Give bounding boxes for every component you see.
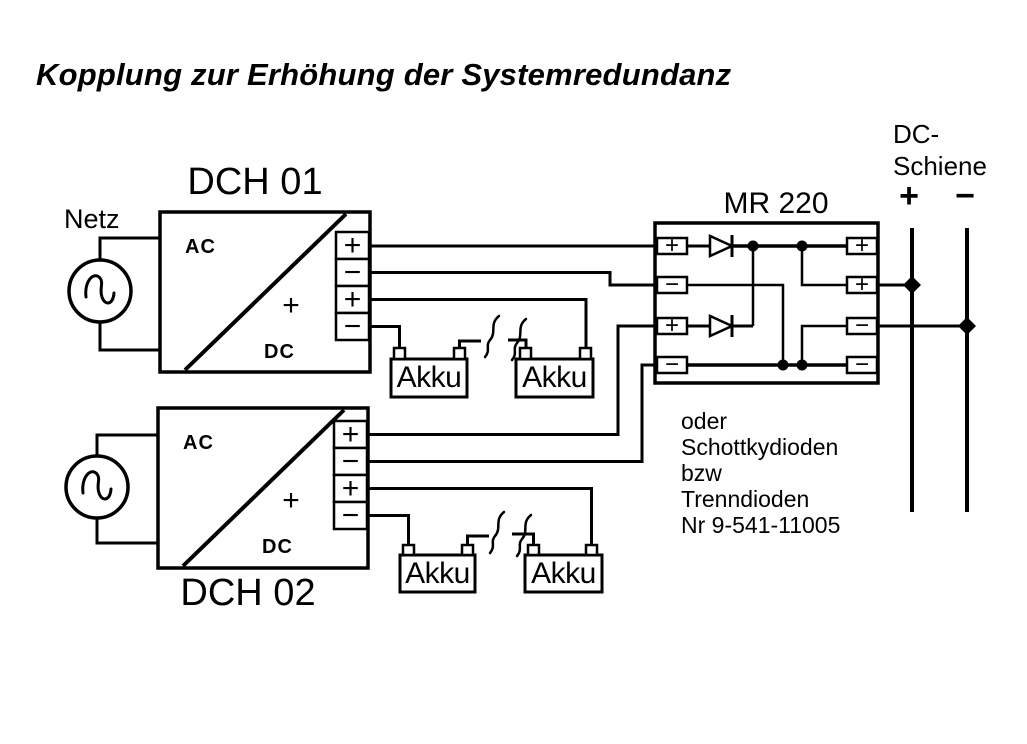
mr-right-terminal-label: − <box>854 312 869 339</box>
wire-netz1-top <box>98 236 160 260</box>
note-line-4: Trenndioden <box>681 486 810 512</box>
battery-break-squiggle-icon <box>515 513 533 558</box>
wire-netz2-bottom <box>95 518 158 545</box>
dch02-ac-label: AC <box>183 432 214 454</box>
mr-right-terminal-label: + <box>854 271 869 298</box>
wire-netz1-bottom <box>98 322 160 352</box>
mr220-label: MR 220 <box>723 187 829 220</box>
battery-break-squiggle-icon <box>510 317 528 362</box>
battery-box <box>523 553 604 594</box>
note-line-5: Nr 9-541-11005 <box>681 512 841 538</box>
mr-right-terminal-label: − <box>854 351 869 378</box>
battery-box <box>389 357 469 399</box>
wire-netz2-top <box>95 433 158 456</box>
sine-wave-icon <box>81 470 113 501</box>
junction-dot <box>796 359 808 371</box>
battery-break-squiggle-icon <box>483 314 501 359</box>
dch02-terminal-label: + <box>341 417 360 451</box>
wire-mr-to-r2 <box>800 246 847 287</box>
bus-junction-dot <box>958 317 976 335</box>
wire-mr-l2-down <box>687 283 785 365</box>
dch02-terminal-label: − <box>341 498 360 532</box>
dch02-dc-label: DC <box>262 536 293 558</box>
sine-wave-icon <box>84 274 116 305</box>
wire-battery-stub <box>466 534 489 545</box>
dch02-terminal-cell <box>332 500 369 531</box>
wire-battery-stub <box>512 532 535 545</box>
battery-post <box>452 346 467 361</box>
battery-label: Akku <box>396 361 462 394</box>
netz-label: Netz <box>64 204 120 234</box>
wire-battery-stub <box>508 338 528 348</box>
mr-left-terminal-label: − <box>664 271 679 298</box>
dch02-diagonal <box>181 408 346 568</box>
mr-left-terminal-label: + <box>664 312 679 339</box>
battery-post <box>460 543 475 557</box>
ac-source-icon <box>67 258 133 324</box>
mr-left-terminal-label: − <box>664 351 679 378</box>
dc-bus-minus-label: − <box>955 176 975 215</box>
dch02-terminal-label: + <box>341 471 360 505</box>
mr-left-terminal-cell <box>655 355 689 375</box>
battery-box <box>398 553 477 594</box>
dch01-terminal-label: + <box>343 282 362 316</box>
note-line-3: bzw <box>681 460 722 486</box>
wire-dch02-t2-to-mr-l4 <box>367 363 657 463</box>
diode-icon <box>708 234 736 258</box>
battery-post <box>518 346 533 361</box>
wire-dch01-t4-to-battery <box>369 325 401 348</box>
dch01-diagonal <box>183 212 348 372</box>
wire-dch02-t4-to-battery <box>367 514 410 545</box>
junction-dot <box>796 240 808 252</box>
dch02-plus-label: + <box>282 484 300 517</box>
battery-post <box>584 543 599 557</box>
mr220-box <box>653 221 880 385</box>
dch01-ac-label: AC <box>185 236 216 258</box>
dch02-terminal-label: − <box>341 444 360 478</box>
mr-left-terminal-label: + <box>664 232 679 259</box>
dch02-label: DCH 02 <box>180 572 316 614</box>
battery-post <box>401 543 416 557</box>
dch01-terminal-label: + <box>343 228 362 262</box>
wire-dch02-t1-to-mr-l3 <box>367 324 657 436</box>
dc-bus-label-line2: Schiene <box>893 151 987 181</box>
wire-dch02-t3-to-battery <box>367 487 593 545</box>
ac-source-icon <box>64 454 130 520</box>
junction-dot <box>777 359 789 371</box>
wire-mr-to-r3 <box>800 324 847 365</box>
dc-bus-label-line1: DC- <box>893 119 940 149</box>
battery-label: Akku <box>405 556 470 590</box>
note-line-2: Schottkydioden <box>681 434 839 460</box>
mr-right-terminal-cell <box>845 355 879 375</box>
mr-left-terminal-cell <box>655 236 689 256</box>
battery-post <box>526 543 541 557</box>
note-line-1: oder <box>681 408 728 434</box>
battery-post <box>578 346 593 361</box>
junction-dot <box>747 240 759 252</box>
mr-left-terminal-cell <box>655 275 689 295</box>
battery-label: Akku <box>531 556 596 590</box>
dch01-terminal-label: − <box>343 309 362 343</box>
dch01-terminal-cell <box>334 230 371 261</box>
battery-label: Akku <box>522 361 587 394</box>
battery-break-squiggle-icon <box>488 510 506 555</box>
battery-box <box>514 357 595 399</box>
wire-battery-stub <box>458 339 481 348</box>
page-title: Kopplung zur Erhöhung der Systemredundan… <box>36 57 732 92</box>
dch01-plus-label: + <box>282 289 300 322</box>
diode-icon <box>708 314 736 338</box>
dch01-label: DCH 01 <box>187 161 323 203</box>
wire-dch01-t2-to-mr-l2 <box>369 271 657 287</box>
wire-dch01-t3-to-battery <box>369 298 588 348</box>
mr-right-terminal-cell <box>845 236 879 256</box>
dch01-terminal-label: − <box>343 255 362 289</box>
bus-junction-dot <box>903 276 921 294</box>
mr-right-terminal-label: + <box>854 232 869 259</box>
dch01-dc-label: DC <box>264 341 295 363</box>
battery-post <box>392 346 407 361</box>
mr-left-terminal-cell <box>655 316 689 336</box>
dch01-terminal-cell <box>334 311 371 342</box>
dc-bus-plus-label: + <box>899 176 919 215</box>
